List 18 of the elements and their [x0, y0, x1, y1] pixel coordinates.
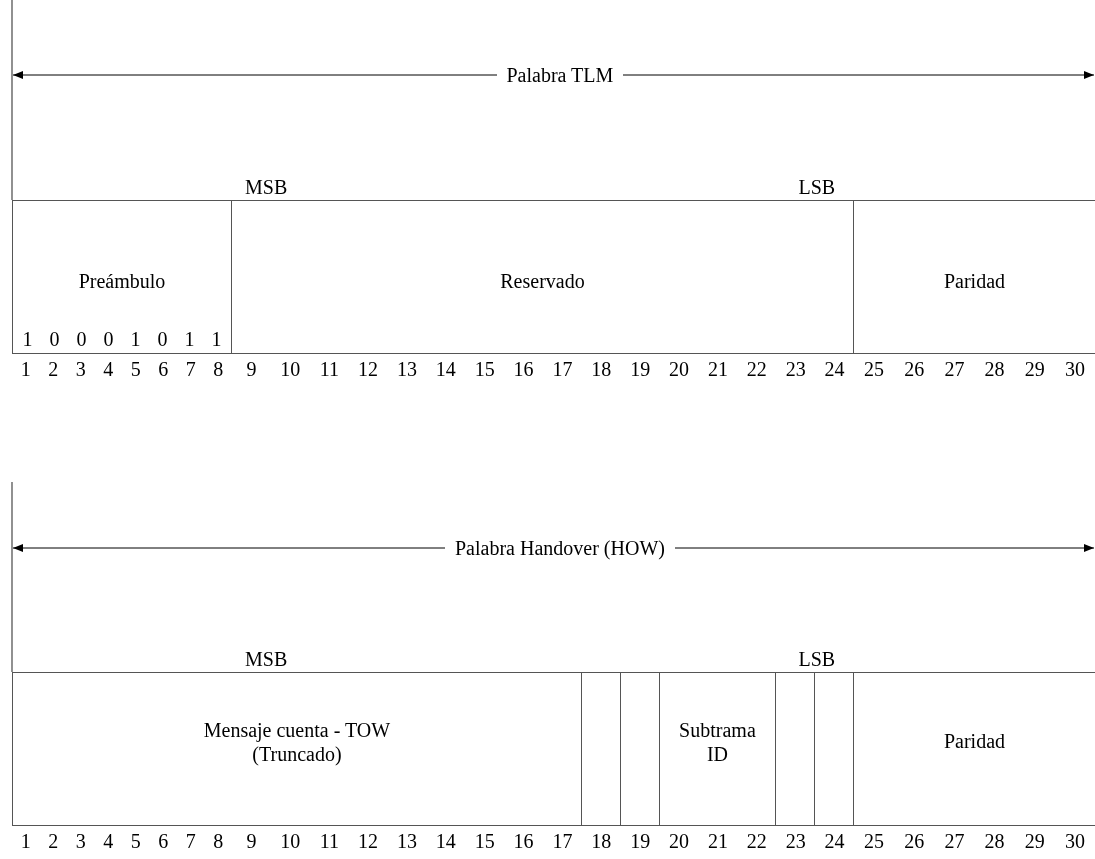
field-name: Reservado: [499, 269, 586, 293]
field-box: [12, 200, 232, 354]
field-box: [854, 200, 1095, 354]
bit-field-box: [776, 672, 816, 826]
bit-values: 1 0 0 0 1 0 1 1: [21, 327, 223, 351]
field-box: [12, 672, 582, 826]
field-box: [854, 672, 1095, 826]
field-box: [232, 200, 854, 354]
bit-field-box: [581, 672, 621, 826]
field-name: Subtrama ID: [678, 718, 757, 766]
word-title: Palabra Handover (HOW): [445, 537, 675, 559]
field-name: Paridad: [942, 729, 1007, 753]
field-name: Mensaje cuenta - TOW (Truncado): [202, 718, 392, 766]
bit-field-box: [620, 672, 660, 826]
field-name: Preámbulo: [77, 269, 167, 293]
bit-field-box: [815, 672, 854, 826]
field-box: [659, 672, 777, 826]
field-name: Paridad: [942, 269, 1007, 293]
